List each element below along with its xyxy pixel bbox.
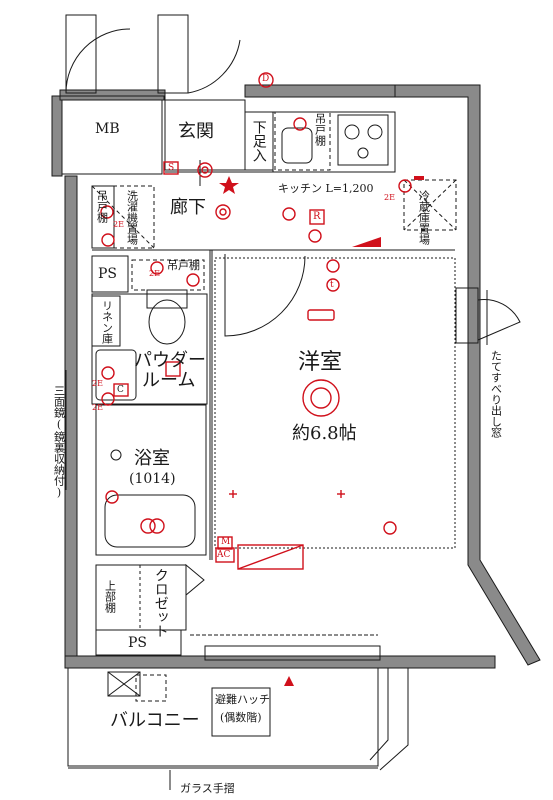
door-left-frame xyxy=(65,14,97,94)
label-hanging-shelf-entry: 吊戸棚 xyxy=(313,113,327,146)
symbol-d: D xyxy=(262,74,270,84)
toilet-bowl xyxy=(148,299,186,345)
sink xyxy=(281,127,313,164)
door-right-swing xyxy=(187,39,241,94)
side-window xyxy=(455,287,479,344)
label-mirror-note: 三面鏡(鏡裏収納付) xyxy=(52,385,66,499)
symbol-s: S xyxy=(168,163,175,173)
label-glass-rail: ガラス手摺 xyxy=(180,782,235,795)
western-room-inner xyxy=(214,257,456,549)
label-ps-bottom: PS xyxy=(128,635,148,651)
label-hallway: 廊下 xyxy=(170,197,206,218)
label-window-note: たてすべり出し窓 xyxy=(489,350,503,438)
label-shoebox: 下足入 xyxy=(250,120,267,162)
symbol-2e-2: 2E xyxy=(113,220,124,229)
door-left-swing xyxy=(65,28,131,94)
label-escape-hatch-1: 避難ハッチ xyxy=(215,693,270,706)
label-closet: クロゼット xyxy=(152,568,169,638)
door-right-frame xyxy=(157,14,189,94)
label-hanging-shelf-small: 吊戸棚 xyxy=(95,190,109,223)
wall-bottom xyxy=(64,655,496,669)
western-door-swing xyxy=(224,254,306,337)
label-bathroom: 浴室 xyxy=(134,448,170,469)
wall-right xyxy=(394,84,541,666)
wall-mb-left xyxy=(51,95,63,177)
hanging-shelf-powder xyxy=(131,259,205,291)
hanging-shelf-small xyxy=(91,185,115,249)
label-powder-room-2: ルーム xyxy=(142,370,196,391)
toilet-tank xyxy=(146,289,188,309)
escape-hatch xyxy=(211,687,271,737)
linen-cabinet xyxy=(91,295,121,347)
vanity xyxy=(95,349,137,401)
mb-room xyxy=(61,99,163,175)
label-washer: 洗濯機置場 xyxy=(125,190,139,245)
label-kitchen: キッチン L=1,200 xyxy=(278,182,374,195)
bathroom xyxy=(95,404,207,556)
label-western-room: 洋室 xyxy=(298,350,343,375)
symbol-c: C xyxy=(117,385,124,395)
symbol-t: t xyxy=(330,280,334,290)
label-entrance: 玄関 xyxy=(178,121,214,142)
symbol-r: R xyxy=(313,211,321,222)
wall-mb-box xyxy=(59,95,165,101)
label-escape-hatch-2: (偶数階) xyxy=(220,711,262,724)
fridge-space xyxy=(403,179,457,231)
ps-bottom xyxy=(95,629,182,656)
symbol-2e-1: 2E xyxy=(384,193,395,202)
stove xyxy=(337,114,389,166)
label-fridge: 冷蔵庫置場 xyxy=(417,190,431,245)
wall-left xyxy=(64,175,78,657)
label-linen: リネン庫 xyxy=(100,300,114,344)
label-ps-top: PS xyxy=(98,266,118,282)
symbol-ac: AC xyxy=(217,550,231,560)
powder-room xyxy=(91,293,208,405)
balcony-bay xyxy=(378,667,409,771)
symbol-2e-3: 2E xyxy=(149,269,160,278)
label-bath-size: (1014) xyxy=(129,471,176,487)
label-powder-room-1: パウダー xyxy=(134,350,206,371)
balcony xyxy=(67,667,379,767)
symbol-2e-4: 2E xyxy=(92,379,103,388)
outdoor-unit xyxy=(107,671,141,697)
label-hanging-shelf-powder: 吊戸棚 xyxy=(167,259,200,272)
symbol-2e-5: 2E xyxy=(92,403,103,412)
label-balcony: バルコニー xyxy=(110,710,200,731)
triangle-marker xyxy=(284,676,294,686)
star-marker xyxy=(219,176,239,194)
label-western-size: 約6.8帖 xyxy=(292,423,357,444)
label-mb: MB xyxy=(95,121,120,137)
hanging-shelf-entry xyxy=(274,111,331,171)
bathtub xyxy=(104,494,196,548)
symbol-m: M xyxy=(221,537,231,547)
ps-top xyxy=(91,255,129,293)
label-upper-shelf: 上部棚 xyxy=(103,580,117,613)
